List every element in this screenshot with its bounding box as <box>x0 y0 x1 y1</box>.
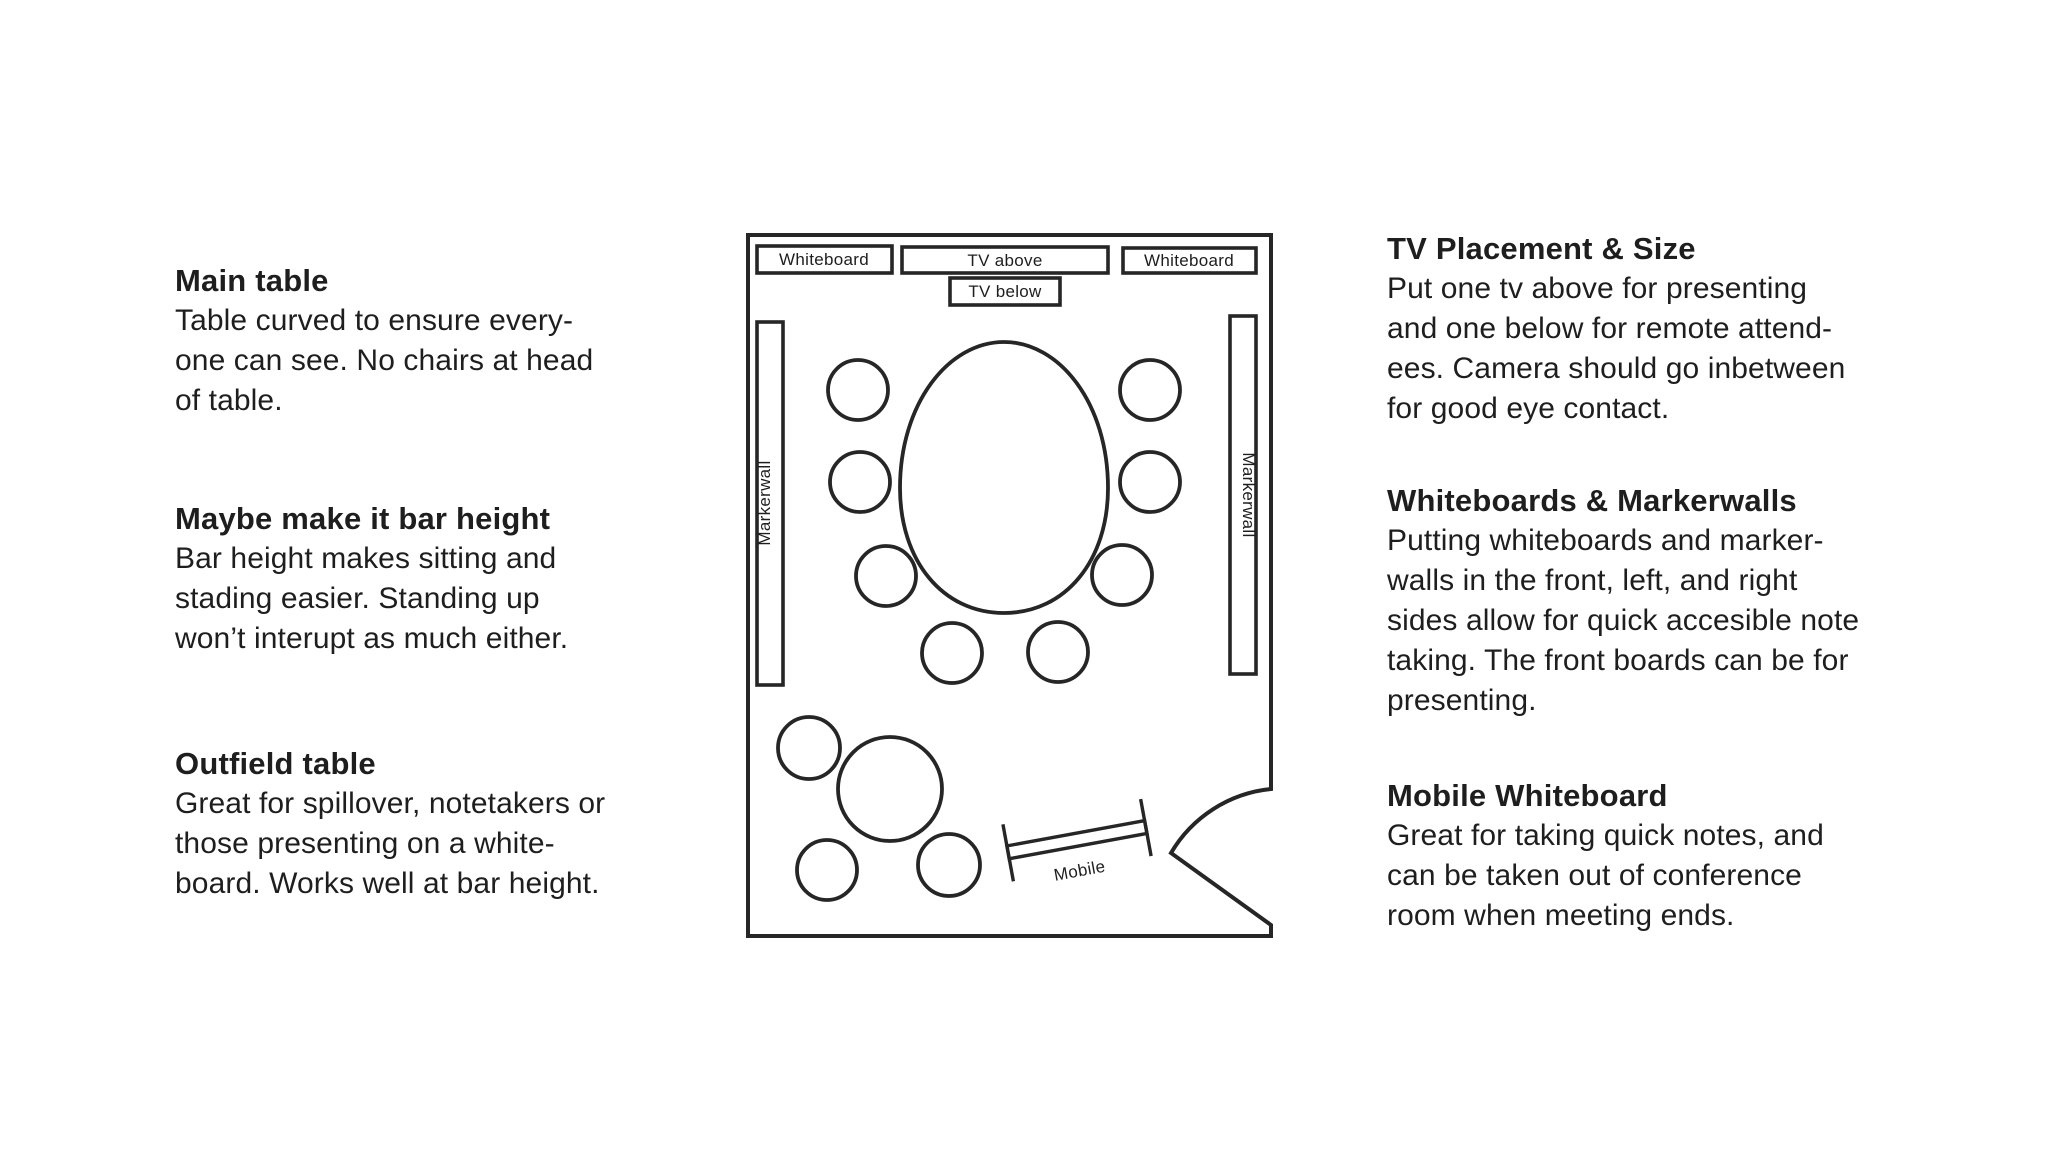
note-line: Great for taking quick notes, and <box>1387 819 1824 852</box>
note-heading: Outfield table <box>175 746 376 781</box>
note-heading: Maybe make it bar height <box>175 501 551 536</box>
note-heading: Whiteboards & Markerwalls <box>1387 483 1797 518</box>
outfield-chair <box>916 832 982 898</box>
note-line: those presenting on a white- <box>175 827 555 860</box>
markerwall-left-bar <box>755 320 785 687</box>
note-line: can be taken out of conference <box>1387 859 1802 892</box>
note-bar-height: Maybe make it bar height Bar height make… <box>175 499 568 659</box>
note-line: sides allow for quick accesible note <box>1387 604 1860 637</box>
mobile-whiteboard-panel <box>1004 818 1149 861</box>
note-line: walls in the front, left, and right <box>1387 564 1798 597</box>
note-line: room when meeting ends. <box>1387 899 1735 932</box>
note-line: board. Works well at bar height. <box>175 867 600 900</box>
note-heading: Mobile Whiteboard <box>1387 778 1668 813</box>
chair <box>1090 543 1154 607</box>
note-line: Bar height makes sitting and <box>175 542 557 575</box>
mobile-whiteboard-leg <box>1138 798 1153 857</box>
note-whiteboards-markerwalls: Whiteboards & Markerwalls Putting whiteb… <box>1387 481 1859 721</box>
note-mobile-whiteboard: Mobile Whiteboard Great for taking quick… <box>1387 776 1824 936</box>
mobile-label: Mobile <box>1052 857 1106 885</box>
whiteboard-right-box <box>1121 246 1258 275</box>
markerwall-right-label: Markerwall <box>1239 452 1258 537</box>
note-outfield-table: Outfield table Great for spillover, note… <box>175 744 605 904</box>
chair <box>826 358 890 422</box>
chair <box>1026 620 1090 684</box>
chair <box>920 621 984 685</box>
note-line: and one below for remote attend- <box>1387 312 1833 345</box>
note-heading: TV Placement & Size <box>1387 231 1696 266</box>
markerwall-left-label: Markerwall <box>755 460 774 545</box>
tv-below-label: TV below <box>968 282 1042 301</box>
note-line: taking. The front boards can be for <box>1387 644 1849 677</box>
note-line: Table curved to ensure every- <box>175 304 574 337</box>
markerwall-right-bar <box>1228 314 1258 676</box>
outfield-chair <box>795 838 859 902</box>
chair <box>828 450 892 514</box>
outfield-table <box>836 735 944 843</box>
chair <box>1118 358 1182 422</box>
note-tv-placement: TV Placement & Size Put one tv above for… <box>1387 229 1845 429</box>
note-line: of table. <box>175 384 283 417</box>
chair <box>1118 450 1182 514</box>
room-outline <box>746 233 1273 938</box>
note-line: Put one tv above for presenting <box>1387 272 1808 305</box>
tv-above-box <box>900 245 1110 275</box>
note-line: Great for spillover, notetakers or <box>175 787 606 820</box>
chair <box>854 544 918 608</box>
note-heading: Main table <box>175 263 329 298</box>
whiteboard-left-label: Whiteboard <box>779 250 869 269</box>
main-table <box>898 340 1110 615</box>
whiteboard-right-label: Whiteboard <box>1144 251 1234 270</box>
note-line: Putting whiteboards and marker- <box>1387 524 1824 557</box>
note-line: for good eye contact. <box>1387 392 1670 425</box>
whiteboard-left-box <box>755 244 894 275</box>
note-main-table: Main table Table curved to ensure every-… <box>175 261 593 421</box>
note-line: won’t interupt as much either. <box>175 622 569 655</box>
tv-below-box <box>948 276 1062 307</box>
mobile-whiteboard-leg <box>1001 823 1016 882</box>
note-line: stading easier. Standing up <box>175 582 540 615</box>
tv-above-label: TV above <box>967 251 1042 270</box>
mobile-whiteboard: Mobile <box>1001 798 1153 885</box>
note-line: ees. Camera should go inbetween <box>1387 352 1846 385</box>
outfield-chair <box>776 715 842 781</box>
note-line: presenting. <box>1387 684 1537 717</box>
note-line: one can see. No chairs at head <box>175 344 594 377</box>
